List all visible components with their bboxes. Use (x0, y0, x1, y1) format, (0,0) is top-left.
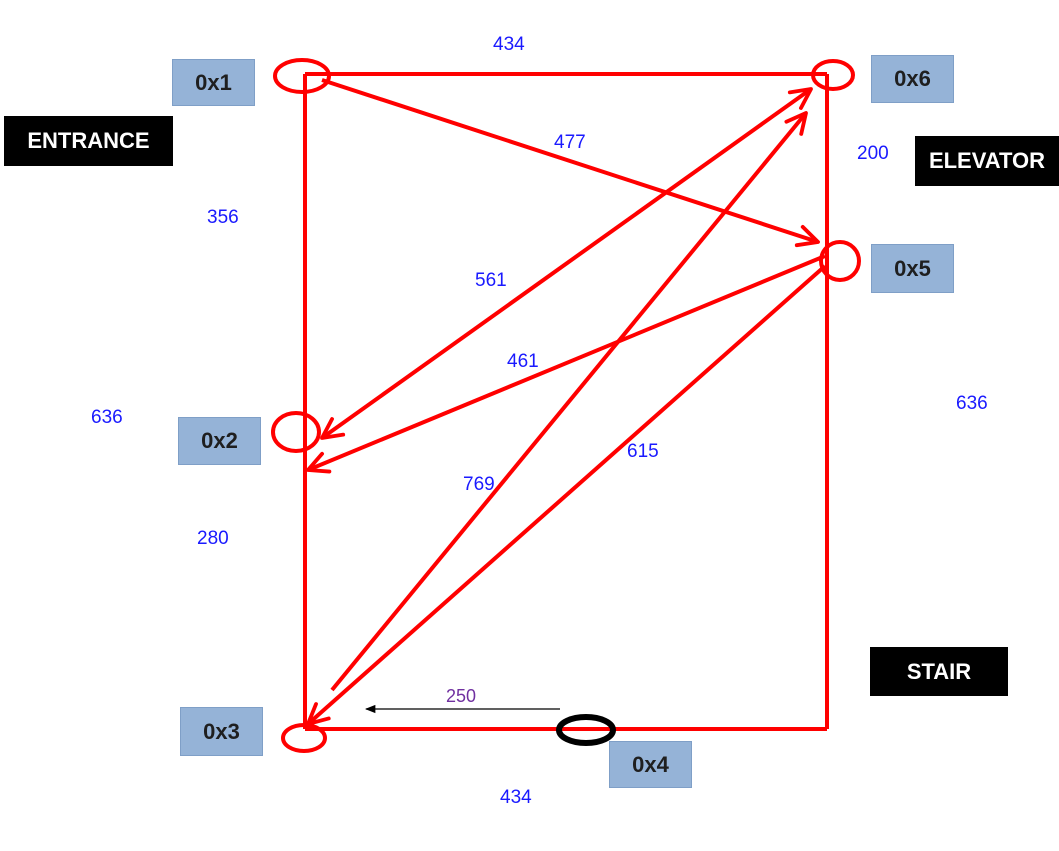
distance-left-upper: 356 (207, 207, 239, 228)
distance-0x5-0x3: 615 (627, 441, 659, 462)
distance-bottom-edge: 434 (500, 787, 532, 808)
distance-right-outer: 636 (956, 393, 988, 414)
arrow-0x5-to-0x2 (306, 254, 826, 474)
arrow-0x2-0x6 (320, 87, 813, 440)
distance-stair-0x3: 250 (446, 686, 477, 706)
node-0x4: 0x4 (609, 741, 692, 788)
node-marker-0x6 (811, 59, 855, 91)
arrow-0x1-to-0x5 (321, 78, 820, 248)
distance-0x1-0x5: 477 (554, 132, 586, 153)
node-0x6: 0x6 (871, 55, 954, 103)
node-0x3: 0x3 (180, 707, 263, 756)
node-marker-0x1 (273, 58, 331, 94)
distance-0x3-0x6: 769 (463, 474, 495, 495)
node-marker-0x2 (271, 411, 321, 453)
arrow-0x3-0x6 (330, 111, 808, 692)
distance-0x5-0x2: 461 (507, 351, 539, 372)
node-marker-0x3 (281, 723, 327, 753)
distance-left-lower: 280 (197, 528, 229, 549)
distance-right-upper: 200 (857, 143, 889, 164)
arrow-0x5-to-0x3 (306, 264, 827, 726)
node-0x1: 0x1 (172, 59, 255, 106)
node-0x5: 0x5 (871, 244, 954, 293)
node-0x2: 0x2 (178, 417, 261, 465)
label-elevator: ELEVATOR (915, 136, 1059, 186)
label-entrance: ENTRANCE (4, 116, 173, 166)
distance-0x2-0x6: 561 (475, 270, 507, 291)
distance-top-edge: 434 (493, 34, 525, 55)
node-marker-0x5 (819, 240, 861, 282)
distance-left-outer: 636 (91, 407, 123, 428)
label-stair: STAIR (870, 647, 1008, 696)
node-marker-0x4-stair (556, 714, 616, 746)
